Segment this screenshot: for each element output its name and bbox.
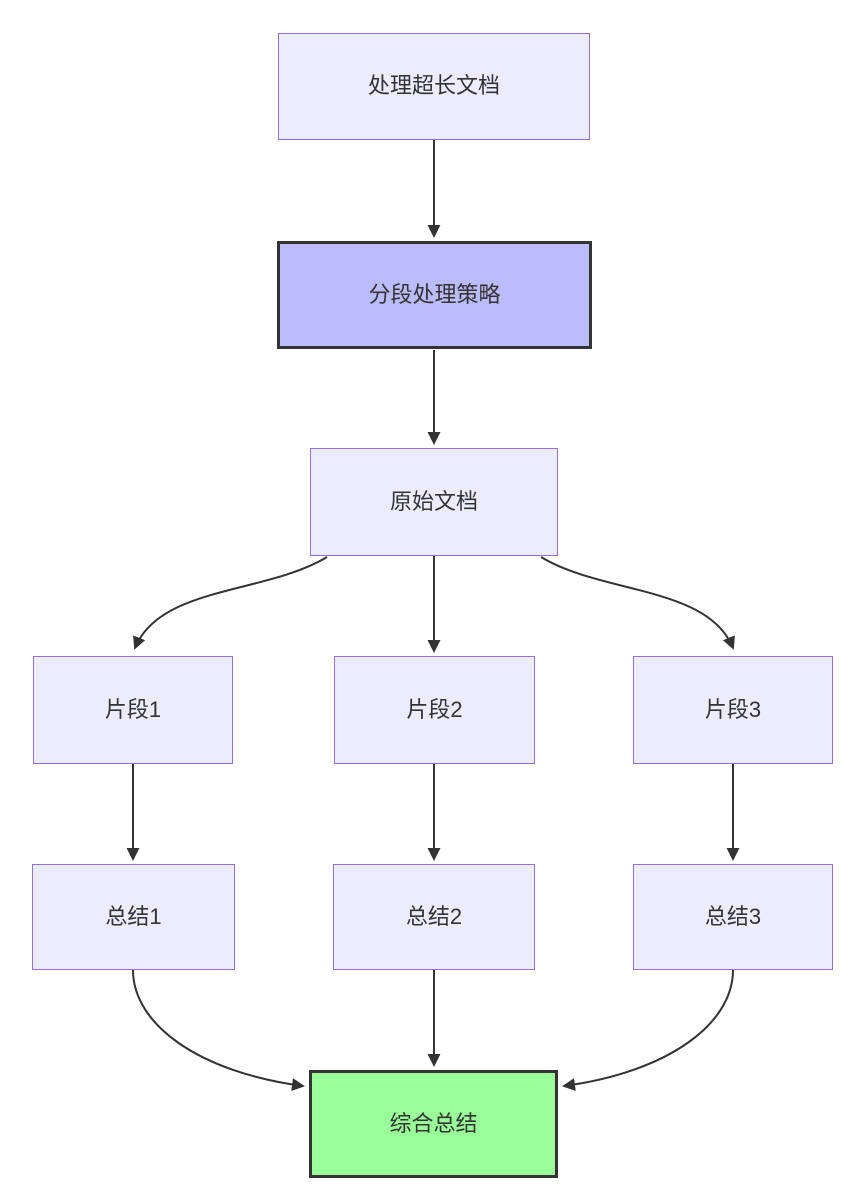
node-combined-summary: 综合总结 (309, 1070, 558, 1178)
node-segmentation-strategy: 分段处理策略 (277, 241, 592, 349)
node-summary-1: 总结1 (32, 864, 235, 970)
edge-e3-f (562, 969, 734, 1091)
node-label: 综合总结 (389, 1110, 478, 1136)
edge-c-d1 (133, 556, 328, 650)
node-label: 总结3 (704, 903, 762, 929)
edge-e1-f (132, 969, 305, 1091)
node-label: 处理超长文档 (367, 73, 500, 99)
node-label: 分段处理策略 (368, 281, 501, 307)
node-summary-2: 总结2 (333, 864, 535, 970)
node-label: 片段3 (704, 696, 762, 722)
node-label: 总结2 (405, 903, 463, 929)
node-fragment-1: 片段1 (33, 656, 233, 764)
node-label: 片段1 (104, 696, 162, 722)
node-summary-3: 总结3 (633, 864, 833, 970)
node-process-long-document: 处理超长文档 (278, 33, 590, 140)
node-fragment-2: 片段2 (334, 656, 535, 764)
node-label: 片段2 (406, 696, 463, 722)
node-fragment-3: 片段3 (633, 656, 833, 764)
node-label: 总结1 (105, 903, 162, 929)
edge-c-d3 (540, 556, 735, 650)
node-label: 原始文档 (389, 488, 478, 514)
node-original-document: 原始文档 (310, 448, 558, 556)
